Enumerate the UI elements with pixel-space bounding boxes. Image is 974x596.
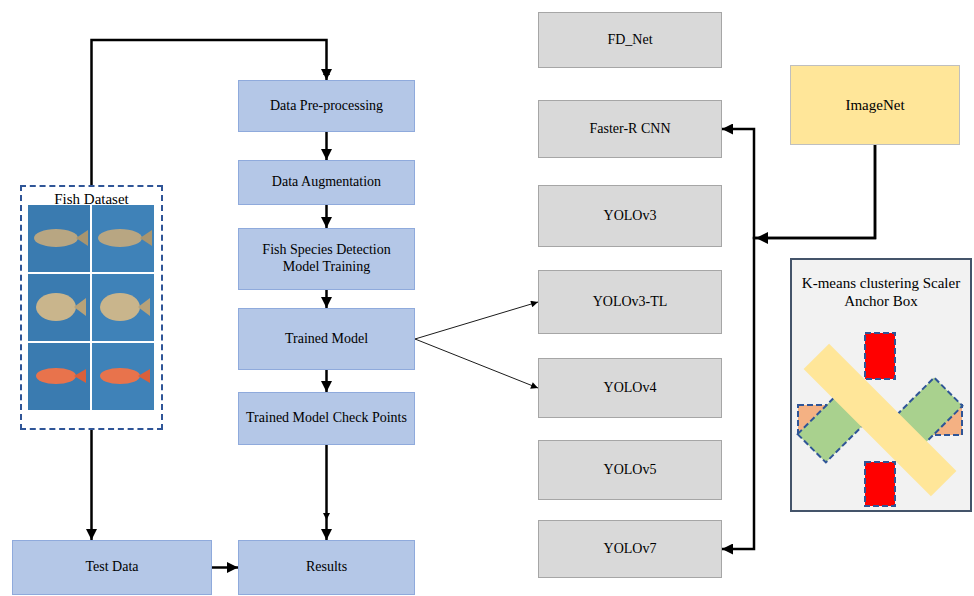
box-label: Faster-R CNN — [590, 121, 671, 138]
box-label: Trained Model Check Points — [246, 410, 407, 427]
photo-ground — [28, 343, 90, 410]
model-box: YOLOv4 — [538, 358, 722, 418]
process-box: Fish Species Detection Model Training — [238, 228, 415, 290]
box-label: Test Data — [85, 559, 138, 576]
anchor-boxes — [798, 333, 963, 506]
box-label: Fish Species Detection Model Training — [245, 242, 408, 276]
box-label: YOLOv7 — [604, 541, 657, 558]
photo-ground — [28, 205, 90, 272]
flow-arrow — [90, 430, 93, 540]
panel-ground — [790, 258, 972, 512]
box-label: Fish Dataset — [54, 190, 129, 208]
model-box: YOLOv5 — [538, 440, 722, 500]
photo-ground — [92, 274, 154, 341]
process-box: Trained Model — [238, 308, 415, 370]
process-box: Results — [238, 540, 415, 595]
process-box: Data Augmentation — [238, 160, 415, 205]
process-box: Trained Model Check Points — [238, 392, 415, 445]
fish — [34, 229, 152, 384]
box-label: Data Augmentation — [272, 174, 381, 191]
photo-ground — [92, 343, 154, 410]
photo-ground — [28, 274, 90, 341]
model-box: FD_Net — [538, 12, 722, 68]
flow-arrow — [722, 145, 875, 549]
fish-photos — [28, 205, 154, 410]
box-label: YOLOv5 — [604, 462, 657, 479]
process-box: Data Pre-processing — [238, 80, 415, 132]
flow-arrow — [415, 302, 538, 339]
model-box: YOLOv7 — [538, 520, 722, 578]
flow-arrow — [415, 339, 538, 388]
box-label: YOLOv3-TL — [593, 294, 668, 311]
anchor-panel: K-means clustering Scaler Anchor Box — [790, 258, 972, 512]
box-label: Results — [306, 559, 347, 576]
process-box: Test Data — [12, 540, 212, 595]
flow-arrow — [722, 129, 875, 238]
box-label: Trained Model — [285, 331, 368, 348]
model-box: YOLOv3 — [538, 185, 722, 247]
box-label: YOLOv3 — [604, 208, 657, 225]
flow-arrow — [212, 566, 238, 569]
dataset-frame: Fish Dataset — [20, 185, 163, 430]
source-box: ImageNet — [790, 65, 960, 145]
photo-ground — [92, 205, 154, 272]
box-label: K-means clustering Scaler Anchor Box — [798, 274, 964, 310]
box-label: YOLOv4 — [604, 380, 657, 397]
box-label: Data Pre-processing — [270, 98, 383, 115]
box-label: ImageNet — [845, 96, 904, 114]
box-label: FD_Net — [607, 32, 652, 49]
model-box: Faster-R CNN — [538, 100, 722, 158]
model-box: YOLOv3-TL — [538, 270, 722, 334]
